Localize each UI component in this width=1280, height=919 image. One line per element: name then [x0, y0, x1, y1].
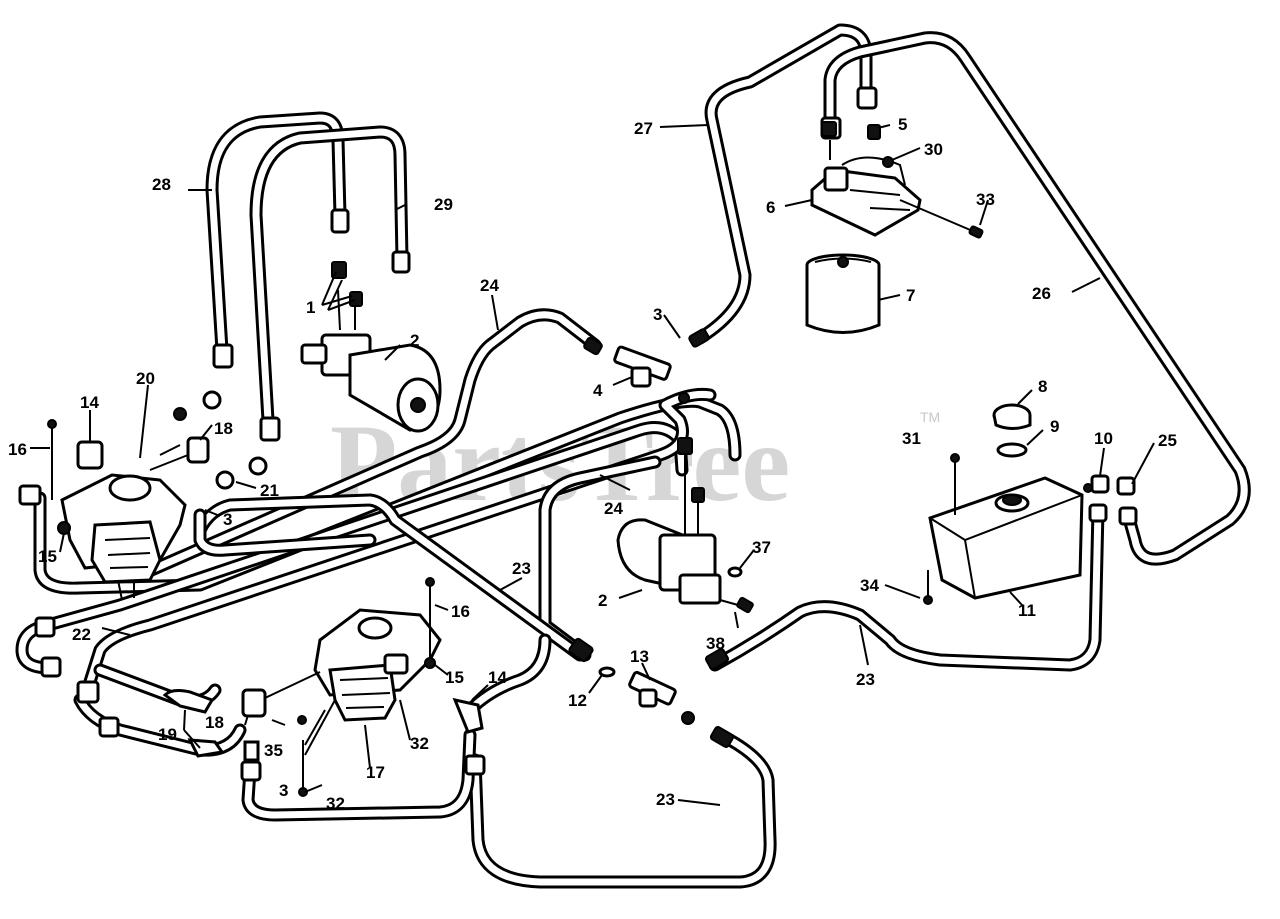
watermark-trademark: TM — [920, 409, 940, 425]
label-10: 10 — [1094, 429, 1113, 448]
elbow-fittings — [162, 689, 484, 758]
label-23a: 23 — [512, 559, 531, 578]
label-34: 34 — [860, 576, 879, 595]
label-2a: 2 — [410, 331, 419, 350]
label-16a: 16 — [8, 440, 27, 459]
label-11: 11 — [1018, 601, 1036, 620]
label-2b: 2 — [598, 591, 607, 610]
label-24b: 24 — [604, 499, 623, 518]
label-3b: 3 — [223, 510, 232, 529]
label-38: 38 — [706, 634, 725, 653]
hydraulic-motor-lower — [616, 437, 754, 614]
label-23b: 23 — [856, 670, 875, 689]
label-3a: 3 — [653, 305, 662, 324]
label-15a: 15 — [38, 547, 57, 566]
label-22: 22 — [72, 625, 91, 644]
hydraulic-pump-center — [241, 577, 442, 797]
label-14b: 14 — [488, 668, 507, 687]
label-28: 28 — [152, 175, 171, 194]
label-35: 35 — [264, 741, 283, 760]
label-18b: 18 — [205, 713, 224, 732]
label-1: 1 — [306, 298, 315, 317]
label-25: 25 — [1158, 431, 1177, 450]
leader-lines — [30, 124, 1155, 806]
tee-fitting-13 — [598, 666, 695, 725]
tee-fitting-4 — [613, 345, 690, 404]
label-14a: 14 — [80, 393, 99, 412]
fittings — [18, 86, 1138, 782]
label-20: 20 — [136, 369, 155, 388]
label-13: 13 — [630, 647, 649, 666]
label-32a: 32 — [410, 734, 429, 753]
filter-head — [810, 121, 984, 239]
label-6: 6 — [766, 198, 775, 217]
label-27: 27 — [634, 119, 653, 138]
label-17: 17 — [366, 763, 385, 782]
hydraulic-pump-left — [47, 419, 210, 601]
label-37: 37 — [752, 538, 771, 557]
label-3c: 3 — [279, 781, 288, 800]
label-23c: 23 — [656, 790, 675, 809]
oil-filter — [805, 253, 881, 334]
callout-labels: 1 2 2 3 3 3 4 5 6 7 8 9 10 11 12 13 14 1… — [8, 115, 1177, 813]
label-9: 9 — [1050, 417, 1059, 436]
hydraulic-motor-upper — [300, 261, 442, 433]
hydraulic-reservoir — [923, 403, 1136, 605]
label-18a: 18 — [214, 419, 233, 438]
label-15b: 15 — [445, 668, 464, 687]
label-26: 26 — [1032, 284, 1051, 303]
label-32b: 32 — [326, 794, 345, 813]
label-33: 33 — [976, 190, 995, 209]
label-21: 21 — [260, 481, 279, 500]
label-29: 29 — [434, 195, 453, 214]
label-31: 31 — [902, 429, 921, 448]
label-12: 12 — [568, 691, 587, 710]
label-8: 8 — [1038, 377, 1047, 396]
label-30: 30 — [924, 140, 943, 159]
label-24a: 24 — [480, 276, 499, 295]
label-4: 4 — [593, 381, 603, 400]
label-16b: 16 — [451, 602, 470, 621]
label-5: 5 — [898, 115, 907, 134]
label-7: 7 — [906, 286, 915, 305]
label-19: 19 — [158, 725, 177, 744]
